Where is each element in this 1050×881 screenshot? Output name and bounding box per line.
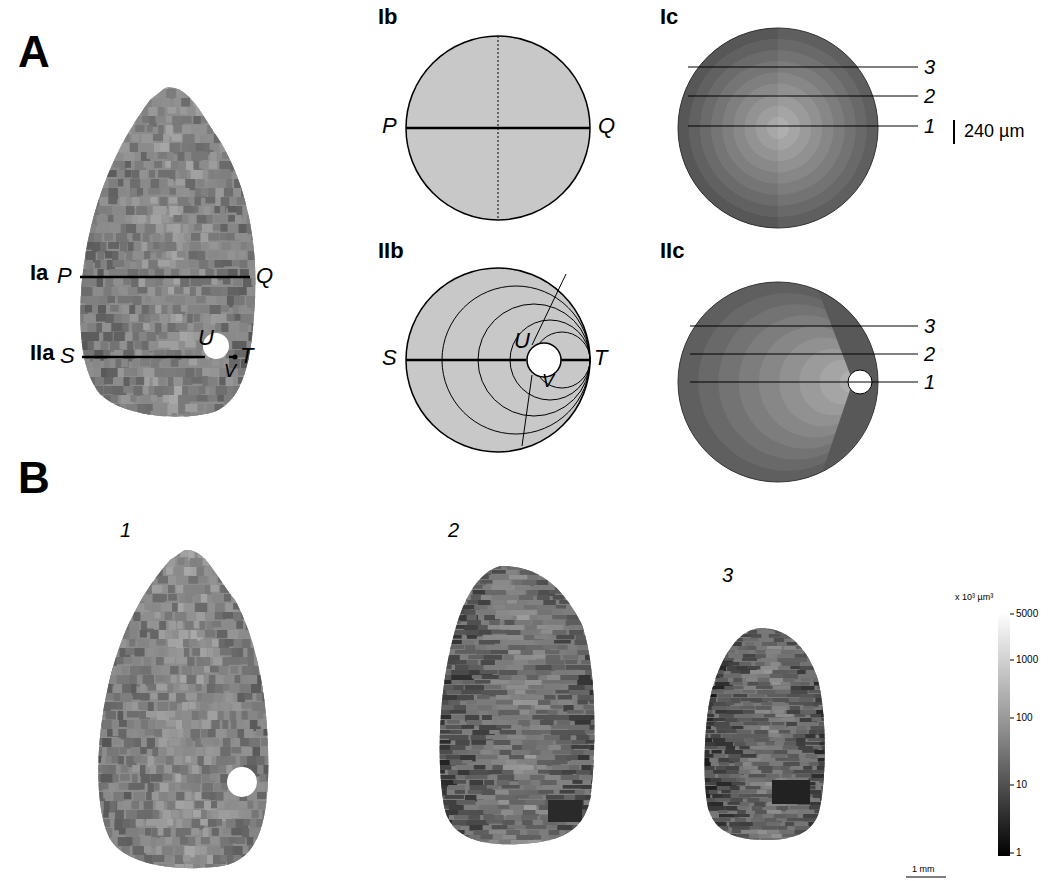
figure-label: 3 bbox=[722, 565, 733, 585]
figure-label: 3 bbox=[924, 57, 935, 77]
figure-label: 10 bbox=[1016, 780, 1027, 790]
figure-label: S bbox=[382, 347, 397, 369]
figure-label: 240 µm bbox=[964, 122, 1024, 140]
figure-label: x 10³ µm³ bbox=[955, 593, 993, 602]
figure-label: 1 bbox=[924, 372, 935, 392]
figure-label: V bbox=[542, 372, 554, 390]
figure-label: U bbox=[198, 327, 214, 349]
figure-label: Q bbox=[598, 115, 615, 137]
figure-label: 100 bbox=[1016, 713, 1033, 723]
panel-letter: A bbox=[18, 30, 50, 74]
figure-label: U bbox=[514, 330, 530, 352]
figure-label: 2 bbox=[448, 520, 459, 540]
panel-letter: B bbox=[18, 456, 50, 500]
figure-label: S bbox=[60, 345, 75, 367]
figure-label: V bbox=[224, 362, 236, 380]
figure-label: 1 bbox=[120, 520, 131, 540]
figure-label: 1 bbox=[1016, 848, 1022, 858]
figure-label: T bbox=[594, 347, 607, 369]
figure-label: 1 bbox=[924, 116, 935, 136]
figure-label: 5000 bbox=[1016, 609, 1038, 619]
figure-label: 1000 bbox=[1016, 655, 1038, 665]
figure-label: Q bbox=[256, 265, 273, 287]
panel-label: Ic bbox=[660, 6, 678, 28]
figure-label: P bbox=[382, 115, 397, 137]
figure-label: 2 bbox=[924, 86, 935, 106]
panel-label: Ib bbox=[378, 6, 398, 28]
figure-label: P bbox=[57, 265, 72, 287]
figure-label: 3 bbox=[924, 316, 935, 336]
panel-label: IIb bbox=[378, 240, 404, 262]
figure-label: 2 bbox=[924, 344, 935, 364]
panel-label: IIc bbox=[660, 240, 684, 262]
panel-label: Ia bbox=[30, 262, 48, 284]
figure-label: T bbox=[240, 345, 253, 367]
panel-label: IIa bbox=[30, 342, 54, 364]
figure-label: 1 mm bbox=[912, 865, 935, 874]
